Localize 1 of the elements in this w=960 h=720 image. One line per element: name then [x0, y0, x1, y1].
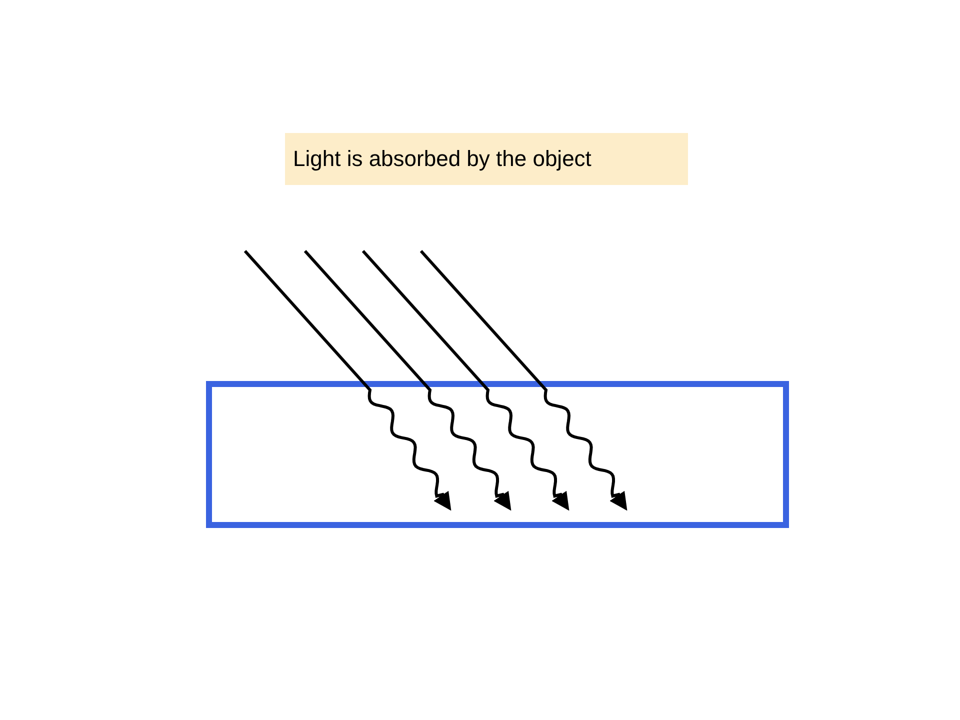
title-banner: Light is absorbed by the object	[285, 133, 688, 185]
